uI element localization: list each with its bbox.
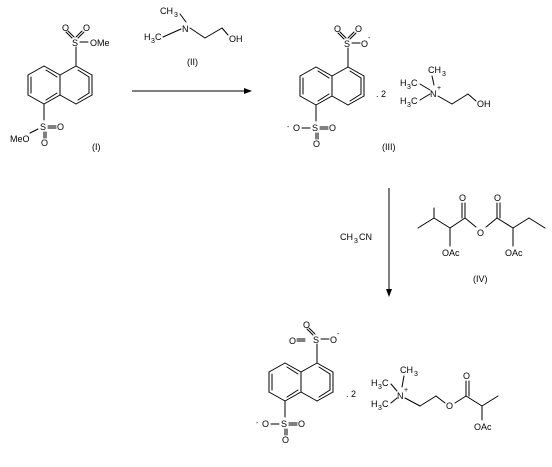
atom-o: O xyxy=(463,371,470,381)
compound-iii-choline-cation: CH 3 H 3 C H 3 C N + OH xyxy=(400,65,491,109)
subscript-3: 3 xyxy=(378,405,382,412)
acetoxy-label: OAc xyxy=(442,248,460,258)
subscript-3: 3 xyxy=(174,12,178,19)
atom-o: O xyxy=(298,419,305,429)
product-sulfonate-top: S O O O - xyxy=(289,320,340,364)
compound-iv: O O O OAc OAc (IV) xyxy=(417,193,546,284)
atom-c: C xyxy=(382,399,389,409)
atom-h: H xyxy=(371,378,378,388)
hydroxyl-label: OH xyxy=(477,99,491,109)
atom-n: N xyxy=(397,391,404,401)
atom-s: S xyxy=(40,122,46,132)
product: S O O O - S O O O - . 2 H 3 xyxy=(256,320,499,445)
subscript-3: 3 xyxy=(407,84,411,91)
compound-iii-naphthalene xyxy=(299,66,365,106)
atom-o: O xyxy=(293,123,300,133)
atom-c: CH xyxy=(400,365,413,375)
compound-ii-label: (II) xyxy=(187,57,198,67)
stoichiometry-2: . 2 xyxy=(376,89,386,99)
solvent-label: CH 3 CN xyxy=(340,232,372,245)
atom-n: N xyxy=(430,89,437,99)
compound-iii-label: (III) xyxy=(382,142,396,152)
subscript-3: 3 xyxy=(378,384,382,391)
stoichiometry-2: . 2 xyxy=(346,389,356,399)
charge-plus: + xyxy=(437,85,441,92)
atom-c: CH xyxy=(160,6,173,16)
product-sulfonate-bottom: S O O O - xyxy=(256,400,305,445)
charge-minus: - xyxy=(337,331,340,338)
reaction-arrow-horizontal xyxy=(132,88,252,94)
subscript-3: 3 xyxy=(151,38,155,45)
compound-ii: CH 3 H 3 C N OH (II) xyxy=(144,6,243,67)
atom-o: O xyxy=(41,138,48,148)
methoxy-label: OMe xyxy=(90,38,110,48)
compound-i-sulfonyl-top: S O O OMe xyxy=(62,23,110,67)
compound-i-naphthalene xyxy=(27,65,93,105)
atom-o: O xyxy=(329,123,336,133)
solvent-ch: CH xyxy=(340,232,353,242)
atom-o: O xyxy=(446,401,453,411)
atom-h: H xyxy=(400,78,407,88)
charge-plus: + xyxy=(404,387,408,394)
product-choline-ester-cation: H 3 C CH 3 H 3 C N + O O OAc xyxy=(371,365,499,432)
atom-c: CH xyxy=(428,65,441,75)
atom-o: O xyxy=(303,320,310,330)
atom-h: H xyxy=(400,96,407,106)
compound-i: S O O OMe S O O MeO (I) xyxy=(10,23,110,152)
atom-o: O xyxy=(477,228,484,238)
atom-o: O xyxy=(334,24,341,34)
atom-o: O xyxy=(459,193,466,203)
acetoxy-label: OAc xyxy=(505,248,523,258)
compound-iii: S O O O - S O O O - . 2 CH 3 xyxy=(287,24,491,152)
compound-iii-sulfonate-bottom: S O O O - xyxy=(287,104,336,149)
atom-o: O xyxy=(494,193,501,203)
atom-o: O xyxy=(361,39,368,49)
reaction-arrow-vertical xyxy=(386,188,392,297)
methoxy-label: MeO xyxy=(10,134,30,144)
atom-s: S xyxy=(72,38,78,48)
charge-minus: - xyxy=(256,420,259,427)
atom-s: S xyxy=(344,39,350,49)
subscript-3: 3 xyxy=(414,371,418,378)
atom-o: O xyxy=(62,23,69,33)
atom-o: O xyxy=(282,435,289,445)
subscript-3: 3 xyxy=(442,71,446,78)
solvent-subscript: 3 xyxy=(354,238,358,245)
atom-c: C xyxy=(411,78,418,88)
atom-o: O xyxy=(57,122,64,132)
atom-c: C xyxy=(155,32,162,42)
atom-o: O xyxy=(355,24,362,34)
solvent-cn: CN xyxy=(359,232,372,242)
atom-n: N xyxy=(182,24,189,34)
atom-o: O xyxy=(83,23,90,33)
compound-iv-label: (IV) xyxy=(473,274,488,284)
charge-minus: - xyxy=(287,124,290,131)
compound-iii-sulfonate-top: S O O O - xyxy=(334,24,371,68)
compound-i-sulfonyl-bottom: S O O MeO xyxy=(10,103,64,148)
atom-s: S xyxy=(313,335,319,345)
atom-c: C xyxy=(411,96,418,106)
atom-s: S xyxy=(281,419,287,429)
charge-minus: - xyxy=(368,35,371,42)
atom-h: H xyxy=(144,32,151,42)
hydroxyl-label: OH xyxy=(229,34,243,44)
atom-s: S xyxy=(312,123,318,133)
atom-c: C xyxy=(382,378,389,388)
atom-h: H xyxy=(371,399,378,409)
atom-o: O xyxy=(262,419,269,429)
compound-i-label: (I) xyxy=(92,142,101,152)
subscript-3: 3 xyxy=(407,102,411,109)
atom-o: O xyxy=(289,336,296,346)
atom-o: O xyxy=(313,139,320,149)
atom-o: O xyxy=(330,335,337,345)
acetoxy-label: OAc xyxy=(474,422,492,432)
product-naphthalene xyxy=(268,362,334,402)
